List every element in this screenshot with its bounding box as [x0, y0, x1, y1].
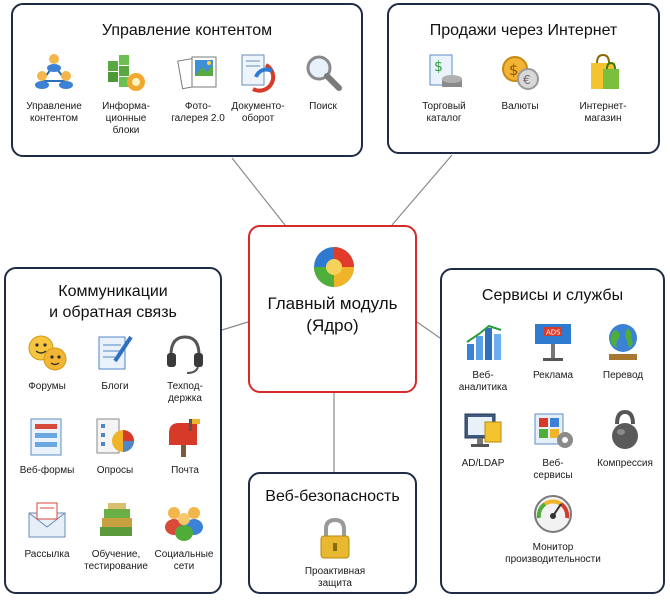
shopping-bag-icon [591, 53, 619, 89]
trade-catalog-item[interactable]: $ Торговый каталог [409, 51, 479, 125]
services-group: Сервисы и службы Веб- аналитика ADS Рекл… [440, 268, 665, 594]
photo-gallery-icon [177, 56, 217, 90]
web-analytics-icon [466, 324, 502, 360]
core-module-title: Главный модуль (Ядро) [267, 294, 398, 335]
svg-text:$: $ [509, 61, 519, 79]
svg-text:€: € [523, 73, 531, 87]
web-forms-label: Веб-формы [19, 465, 75, 476]
internet-sales-title: Продажи через Интернет [429, 22, 618, 39]
social-item[interactable]: Социальные сети [148, 499, 220, 573]
blog-icon [98, 335, 133, 370]
kettlebell-icon [612, 409, 638, 449]
content-users-item[interactable]: Управление контентом [21, 51, 87, 125]
performance-gauge-icon [534, 495, 572, 533]
polls-label: Опросы [96, 465, 134, 476]
currency-icon: $ € [502, 56, 539, 90]
social-label: Социальные сети [154, 549, 214, 572]
translation-item[interactable]: Перевод [590, 320, 656, 382]
globe-translate-icon [609, 324, 637, 360]
web-services-item[interactable]: Веб- сервисы [520, 408, 586, 482]
content-users-label: Управление контентом [26, 101, 82, 124]
content-users-icon [35, 54, 73, 89]
performance-monitor-label: Монитор производительности [505, 542, 601, 565]
currency-item[interactable]: $ € Валюты [487, 51, 553, 113]
proactive-protection-item[interactable]: Проактивная защита [290, 516, 380, 590]
ldap-label: AD/LDAP [461, 458, 505, 469]
mail-label: Почта [171, 465, 199, 476]
document-flow-icon [241, 54, 276, 93]
document-flow-item[interactable]: Документо- оборот [225, 51, 291, 125]
blogs-label: Блоги [101, 381, 129, 392]
web-services-label: Веб- сервисы [533, 458, 573, 481]
content-management-group: Управление контентом Управление контенто… [11, 3, 363, 157]
social-network-icon [165, 507, 203, 541]
mailbox-icon [169, 419, 200, 457]
photo-gallery-label: Фото- галерея 2.0 [171, 101, 225, 124]
document-flow-label: Документо- оборот [231, 101, 285, 124]
blogs-item[interactable]: Блоги [82, 331, 148, 393]
search-label: Поиск [309, 101, 337, 112]
communications-title: Коммуникации и обратная связь [49, 283, 177, 321]
proactive-protection-label: Проактивная защита [304, 566, 366, 589]
ldap-item[interactable]: AD/LDAP [450, 408, 516, 470]
advertising-item[interactable]: ADS Реклама [520, 320, 586, 382]
forum-smiles-icon [28, 335, 67, 371]
svg-text:ADS: ADS [546, 329, 561, 337]
trade-catalog-icon: $ [429, 54, 462, 87]
headset-icon [167, 335, 203, 374]
svg-text:$: $ [434, 59, 443, 75]
info-blocks-icon [108, 55, 145, 91]
ads-banner-icon: ADS [535, 324, 571, 361]
compression-label: Компрессия [597, 458, 653, 469]
padlock-icon [320, 517, 350, 559]
newsletter-icon [28, 502, 66, 538]
web-analytics-label: Веб- аналитика [458, 370, 508, 393]
performance-monitor-item[interactable]: Монитор производительности [490, 492, 616, 566]
web-security-title: Веб-безопасность [265, 488, 400, 505]
core-module-group: Главный модуль (Ядро) [248, 225, 417, 393]
info-blocks-label: Информа- ционные блоки [102, 101, 150, 136]
search-icon [306, 55, 342, 91]
support-label: Техпод- держка [167, 381, 203, 404]
learning-item[interactable]: Обучение, тестирование [78, 499, 154, 573]
web-forms-icon [30, 418, 62, 456]
internet-shop-label: Интернет- магазин [579, 101, 627, 124]
advertising-label: Реклама [532, 370, 574, 381]
learning-label: Обучение, тестирование [84, 549, 148, 572]
web-security-group: Веб-безопасность Проактивная защита [248, 472, 417, 594]
trade-catalog-label: Торговый каталог [422, 101, 466, 124]
support-item[interactable]: Техпод- держка [152, 331, 218, 405]
polls-item[interactable]: Опросы [82, 415, 148, 477]
internet-shop-item[interactable]: Интернет- магазин [567, 51, 639, 125]
translation-label: Перевод [602, 370, 644, 381]
communications-group: Коммуникации и обратная связь Форумы Бло… [4, 267, 222, 594]
currency-label: Валюты [501, 101, 539, 112]
services-title: Сервисы и службы [481, 287, 624, 304]
web-analytics-item[interactable]: Веб- аналитика [450, 320, 516, 394]
newsletter-item[interactable]: Рассылка [14, 499, 80, 561]
content-management-title: Управление контентом [101, 22, 273, 39]
ldap-monitor-icon [464, 413, 502, 447]
web-forms-item[interactable]: Веб-формы [14, 415, 80, 477]
photo-gallery-item[interactable]: Фото- галерея 2.0 [165, 51, 231, 125]
forums-item[interactable]: Форумы [14, 331, 80, 393]
search-item[interactable]: Поиск [293, 51, 353, 113]
web-services-icon [534, 413, 573, 448]
polls-icon [96, 418, 134, 454]
info-blocks-item[interactable]: Информа- ционные блоки [93, 51, 159, 137]
bitrix-core-icon [314, 247, 354, 287]
learning-books-icon [100, 503, 132, 536]
mail-item[interactable]: Почта [152, 415, 218, 477]
forums-label: Форумы [28, 381, 66, 392]
newsletter-label: Рассылка [24, 549, 70, 560]
internet-sales-group: Продажи через Интернет $ Торговый катало… [387, 3, 660, 154]
compression-item[interactable]: Компрессия [590, 408, 660, 470]
